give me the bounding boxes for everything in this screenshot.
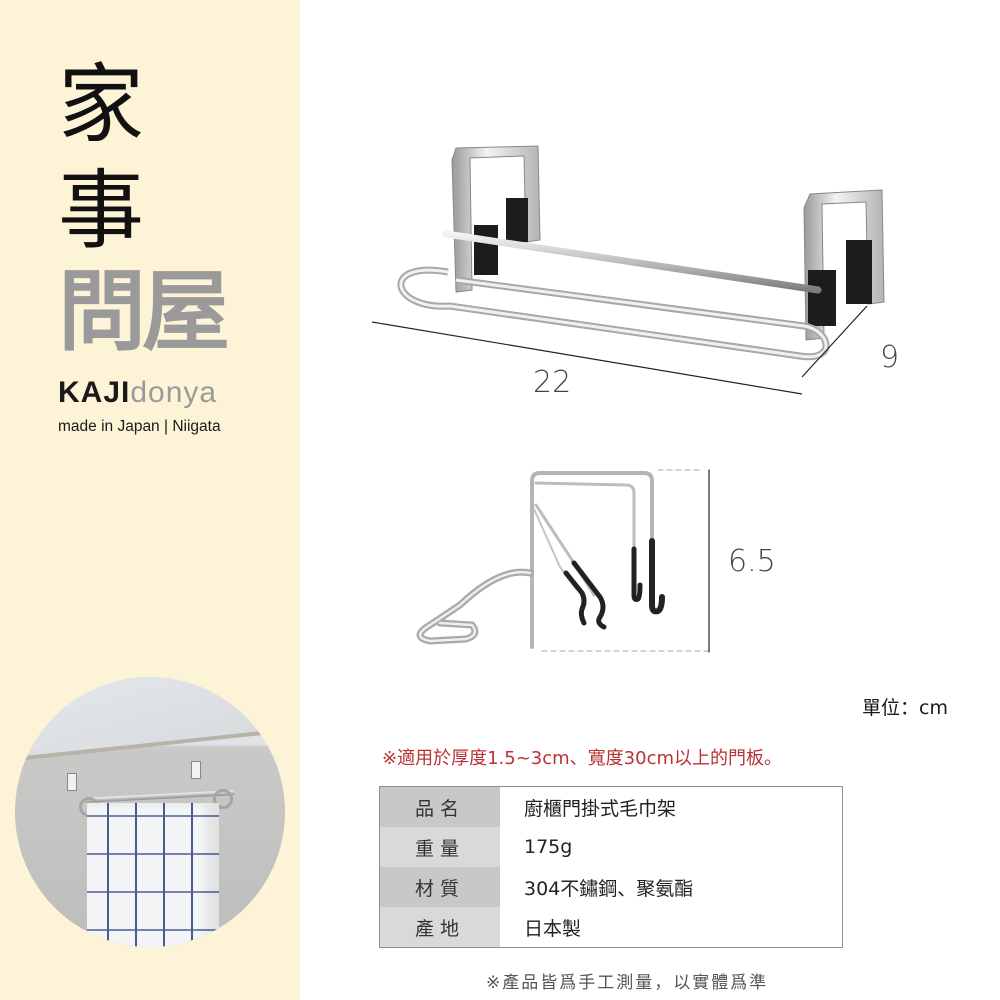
spec-label-name: 品名 (379, 786, 500, 827)
spec-label-origin: 產地 (379, 907, 500, 948)
checked-towel (87, 803, 219, 947)
spec-label-weight: 重量 (379, 827, 500, 867)
table-row: 品名 廚櫃門掛式毛巾架 (379, 786, 843, 827)
unit-label: 單位：cm (862, 697, 948, 719)
brand-name-light: donya (130, 376, 218, 409)
specs-table: 品名 廚櫃門掛式毛巾架 重量 175g 材質 304不鏽鋼、聚氨酯 產地 日本製 (379, 786, 843, 948)
brand-sidebar: 家 事 問屋 KAJIdonya made in Japan | Niigata (0, 0, 300, 1000)
logo-kanji-tonya: 問屋 (58, 260, 230, 363)
right-door-clip (803, 189, 885, 341)
brand-wordmark: KAJIdonya (58, 378, 217, 408)
measurement-footnote: ※產品皆爲手工測量，以實體爲準 (486, 973, 769, 993)
spec-label-material: 材質 (379, 867, 500, 907)
left-door-clip (451, 145, 541, 293)
logo-kanji-ji: 事 (58, 161, 144, 261)
table-row: 產地 日本製 (379, 907, 843, 948)
product-side-profile-drawing (416, 469, 710, 653)
width-value: 22 (533, 365, 572, 400)
spec-value-weight: 175g (500, 827, 843, 867)
table-row: 材質 304不鏽鋼、聚氨酯 (379, 867, 843, 907)
spec-value-origin: 日本製 (500, 907, 843, 948)
product-isometric-drawing (371, 145, 885, 395)
rack-clip-right (191, 761, 201, 779)
logo-kanji-ka: 家 (58, 55, 144, 155)
spec-value-name: 廚櫃門掛式毛巾架 (500, 786, 843, 827)
rack-clip-left (67, 773, 77, 791)
spec-value-material: 304不鏽鋼、聚氨酯 (500, 867, 843, 907)
brand-tagline: made in Japan | Niigata (58, 418, 221, 435)
usage-photo (15, 677, 285, 947)
table-row: 重量 175g (379, 827, 843, 867)
depth-value: 9 (880, 340, 900, 375)
depth-dimension-line (801, 305, 868, 378)
brand-name-bold: KAJI (58, 376, 131, 409)
height-value: 6.5 (728, 544, 776, 579)
width-dimension-line (371, 321, 803, 395)
door-compatibility-notice: ※適用於厚度1.5~3cm、寬度30cm以上的門板。 (382, 748, 783, 769)
rack-loop-right (213, 789, 233, 809)
